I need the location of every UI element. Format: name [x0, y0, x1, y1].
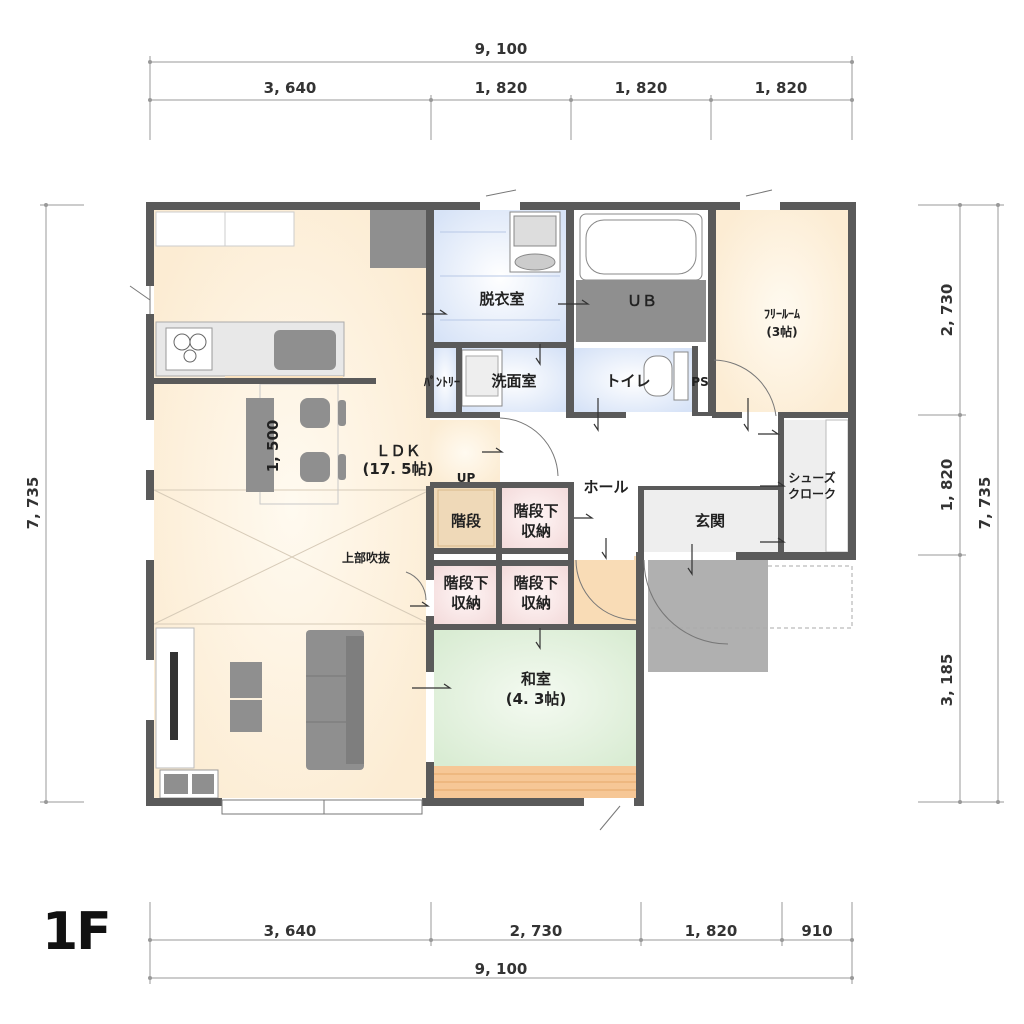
label-pantry: ﾊﾟﾝﾄﾘｰ — [423, 374, 460, 389]
dim-bottom-seg-4: 910 — [801, 922, 832, 940]
stair-steps — [437, 489, 495, 547]
tv — [170, 652, 178, 740]
dressing-shelves — [440, 231, 560, 321]
label-ub: ＵＢ — [627, 292, 657, 310]
dim-right-total: 7, 735 — [976, 477, 994, 530]
hall-landing — [574, 556, 638, 628]
label-shoes-2: クローク — [788, 487, 836, 501]
dim-right-seg-2: 1, 820 — [938, 459, 956, 512]
dim-left-total: 7, 735 — [24, 477, 42, 530]
label-counter-dim: 1, 500 — [264, 420, 282, 473]
label-under-stairs-1a: 階段下 — [513, 502, 558, 520]
pantry-floor — [434, 348, 456, 412]
chair-1 — [300, 398, 346, 428]
label-void: 上部吹抜 — [342, 550, 391, 565]
label-ps: PS — [691, 375, 708, 389]
dim-top-seg-2: 1, 820 — [475, 79, 528, 97]
label-under-stairs-2a: 階段下 — [443, 574, 488, 592]
under-stairs-2 — [434, 566, 496, 624]
porch — [648, 560, 853, 672]
dim-bottom-total: 9, 100 — [475, 960, 528, 978]
label-free-room: ﾌﾘｰﾙｰﾑ — [764, 307, 800, 321]
shoe-shelf — [825, 419, 849, 553]
stove — [165, 327, 213, 371]
chair-2 — [300, 452, 346, 482]
washitsu-floor — [434, 630, 638, 766]
label-up: UP — [457, 471, 476, 485]
dim-bottom-seg-3: 1, 820 — [685, 922, 738, 940]
label-under-stairs-3b: 収納 — [521, 594, 551, 612]
dim-top-seg-3: 1, 820 — [615, 79, 668, 97]
toilet-fixture — [643, 351, 689, 401]
label-free-room-size: (3帖) — [766, 324, 797, 339]
label-under-stairs-2b: 収納 — [451, 594, 481, 612]
dim-bottom-seg-2: 2, 730 — [510, 922, 563, 940]
label-washitsu: 和室 — [521, 670, 551, 688]
floor-label: 1F — [42, 902, 112, 962]
coffee-table-2 — [230, 700, 262, 732]
void-diagonals — [153, 489, 431, 625]
coffee-table-1 — [230, 662, 262, 698]
label-stairs: 階段 — [451, 512, 481, 530]
label-washroom: 洗面室 — [491, 372, 536, 390]
door-swings — [405, 359, 777, 645]
label-hall: ホール — [583, 478, 628, 496]
engawa-lines — [434, 773, 638, 791]
dim-bottom-seg-1: 3, 640 — [264, 922, 317, 940]
window-lines — [129, 189, 773, 831]
dim-right-seg-1: 2, 730 — [938, 284, 956, 337]
ldk-floor-ext — [430, 420, 500, 486]
dimension-ticks — [44, 60, 1000, 980]
dining-table — [246, 398, 274, 492]
free-room-floor — [716, 210, 848, 414]
fridge — [370, 210, 426, 268]
label-entrance: 玄関 — [695, 512, 725, 530]
sink — [274, 330, 336, 370]
label-ldk: ＬＤＫ — [375, 442, 420, 460]
label-dressing: 脱衣室 — [479, 290, 524, 308]
dim-top-seg-4: 1, 820 — [755, 79, 808, 97]
dim-right-seg-3: 3, 185 — [938, 654, 956, 707]
sofa — [306, 630, 364, 770]
label-washitsu-size: (4. 3帖) — [506, 690, 567, 708]
label-shoes-1: シューズ — [788, 470, 835, 485]
under-stairs-3 — [502, 566, 568, 624]
entrance-floor — [642, 486, 778, 552]
label-ldk-size: (17. 5帖) — [363, 460, 434, 478]
under-stairs-1 — [502, 486, 568, 548]
label-under-stairs-3a: 階段下 — [513, 574, 558, 592]
door-arrows — [410, 299, 786, 689]
label-under-stairs-1b: 収納 — [521, 522, 551, 540]
label-toilet: トイレ — [605, 372, 650, 390]
dim-top-total: 9, 100 — [475, 40, 528, 58]
bathtub — [576, 213, 706, 342]
stairs-floor — [434, 486, 496, 548]
dim-top-seg-1: 3, 640 — [264, 79, 317, 97]
